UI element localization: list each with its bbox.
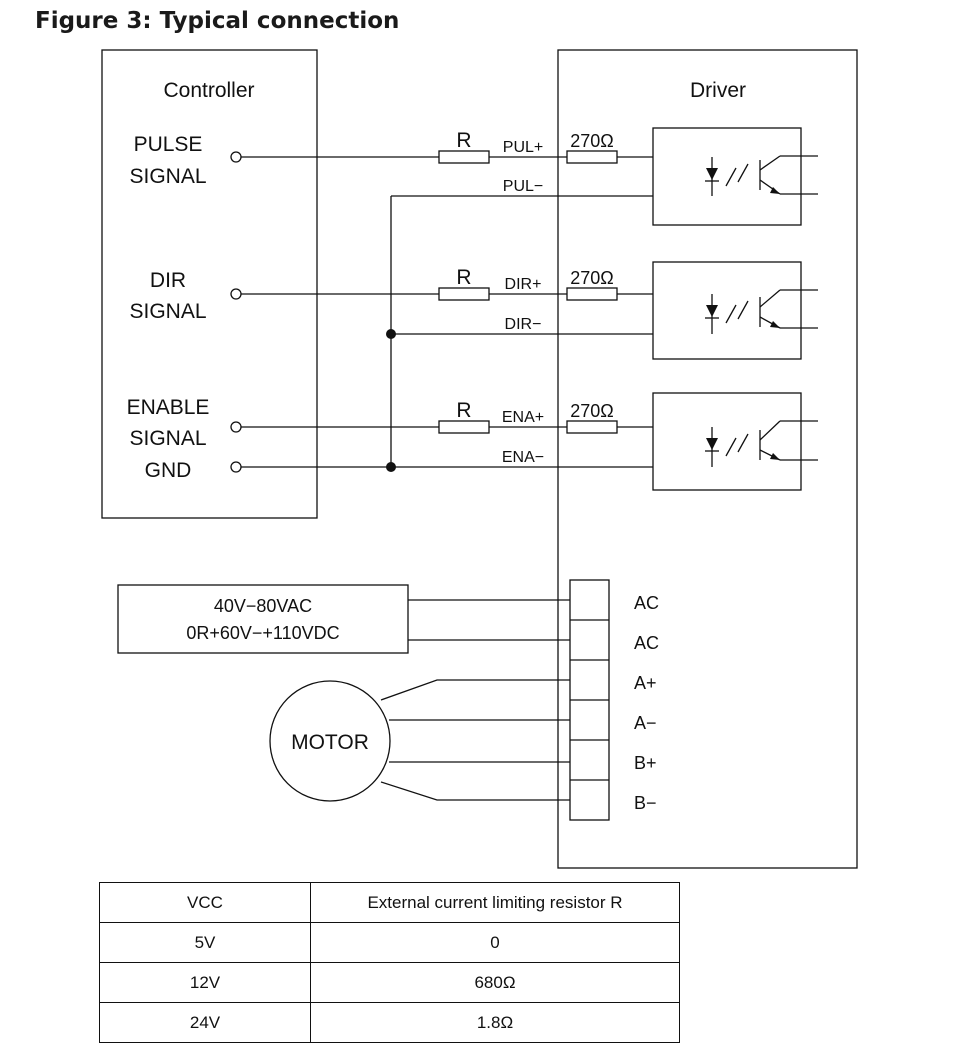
ena-plus-label: ENA+ bbox=[502, 409, 544, 426]
terminal-block bbox=[569, 579, 610, 821]
power-supply-box bbox=[117, 584, 409, 654]
junction-dot bbox=[386, 329, 396, 339]
table-header-row: VCC External current limiting resistor R bbox=[99, 882, 680, 923]
enable-signal-label-line1: ENABLE bbox=[127, 396, 210, 419]
table-cell-vcc: 5V bbox=[99, 922, 311, 963]
resistor-label: R bbox=[456, 129, 471, 152]
table-row: 5V 0 bbox=[99, 922, 680, 963]
resistor-label: R bbox=[456, 399, 471, 422]
pul-plus-label: PUL+ bbox=[503, 139, 543, 156]
dir-plus-wire bbox=[241, 287, 712, 301]
wiring-diagram: Controller PULSE SIGNAL DIR SIGNAL ENABL… bbox=[101, 49, 858, 869]
motor-wires bbox=[380, 679, 570, 801]
power-supply-label-line2: 0R+60V−+110VDC bbox=[186, 623, 339, 643]
table-cell-vcc: 24V bbox=[99, 1002, 311, 1043]
controller-label: Controller bbox=[163, 79, 254, 102]
enable-signal-label-line2: SIGNAL bbox=[129, 427, 206, 450]
gnd-label: GND bbox=[145, 459, 192, 482]
power-supply-label-line1: 40V−80VAC bbox=[214, 596, 312, 616]
optocoupler-dir bbox=[652, 261, 818, 360]
table-cell-resistor: 0 bbox=[310, 922, 680, 963]
table-header-vcc: VCC bbox=[99, 882, 311, 923]
terminal-label-ac: AC bbox=[634, 633, 659, 653]
junction-dot bbox=[386, 462, 396, 472]
dir-plus-label: DIR+ bbox=[505, 276, 542, 293]
enable-terminal bbox=[230, 421, 242, 433]
internal-resistor-label: 270Ω bbox=[570, 268, 614, 288]
terminal-label-b-minus: B− bbox=[634, 793, 657, 813]
ena-minus-label: ENA− bbox=[502, 449, 544, 466]
table-header-resistor: External current limiting resistor R bbox=[310, 882, 680, 923]
internal-resistor-label: 270Ω bbox=[570, 131, 614, 151]
optocoupler-ena bbox=[652, 392, 818, 491]
dir-minus-label: DIR− bbox=[505, 316, 542, 333]
pulse-signal-label-line1: PULSE bbox=[134, 133, 203, 156]
table-row: 12V 680Ω bbox=[99, 962, 680, 1003]
pulse-signal-label-line2: SIGNAL bbox=[129, 165, 206, 188]
internal-resistor-label: 270Ω bbox=[570, 401, 614, 421]
ena-plus-wire bbox=[241, 420, 712, 434]
table-cell-resistor: 1.8Ω bbox=[310, 1002, 680, 1043]
driver-label: Driver bbox=[690, 79, 746, 102]
table-cell-resistor: 680Ω bbox=[310, 962, 680, 1003]
optocoupler-pul bbox=[652, 127, 818, 226]
motor-label: MOTOR bbox=[291, 731, 369, 754]
table-cell-vcc: 12V bbox=[99, 962, 311, 1003]
terminal-label-a-minus: A− bbox=[634, 713, 657, 733]
dir-signal-label-line2: SIGNAL bbox=[129, 300, 206, 323]
resistor-table: VCC External current limiting resistor R… bbox=[99, 882, 680, 1043]
dir-signal-label-line1: DIR bbox=[150, 269, 186, 292]
pulse-terminal bbox=[230, 151, 242, 163]
figure-title: Figure 3: Typical connection bbox=[35, 8, 400, 34]
terminal-label-ac: AC bbox=[634, 593, 659, 613]
terminal-label-a-plus: A+ bbox=[634, 673, 657, 693]
controller-box bbox=[101, 49, 318, 519]
dir-terminal bbox=[230, 288, 242, 300]
gnd-terminal bbox=[230, 461, 242, 473]
pul-minus-label: PUL− bbox=[503, 178, 543, 195]
resistor-label: R bbox=[456, 266, 471, 289]
table-row: 24V 1.8Ω bbox=[99, 1002, 680, 1043]
motor-circle bbox=[269, 680, 391, 802]
common-minus-wiring bbox=[241, 195, 712, 472]
terminal-label-b-plus: B+ bbox=[634, 753, 657, 773]
